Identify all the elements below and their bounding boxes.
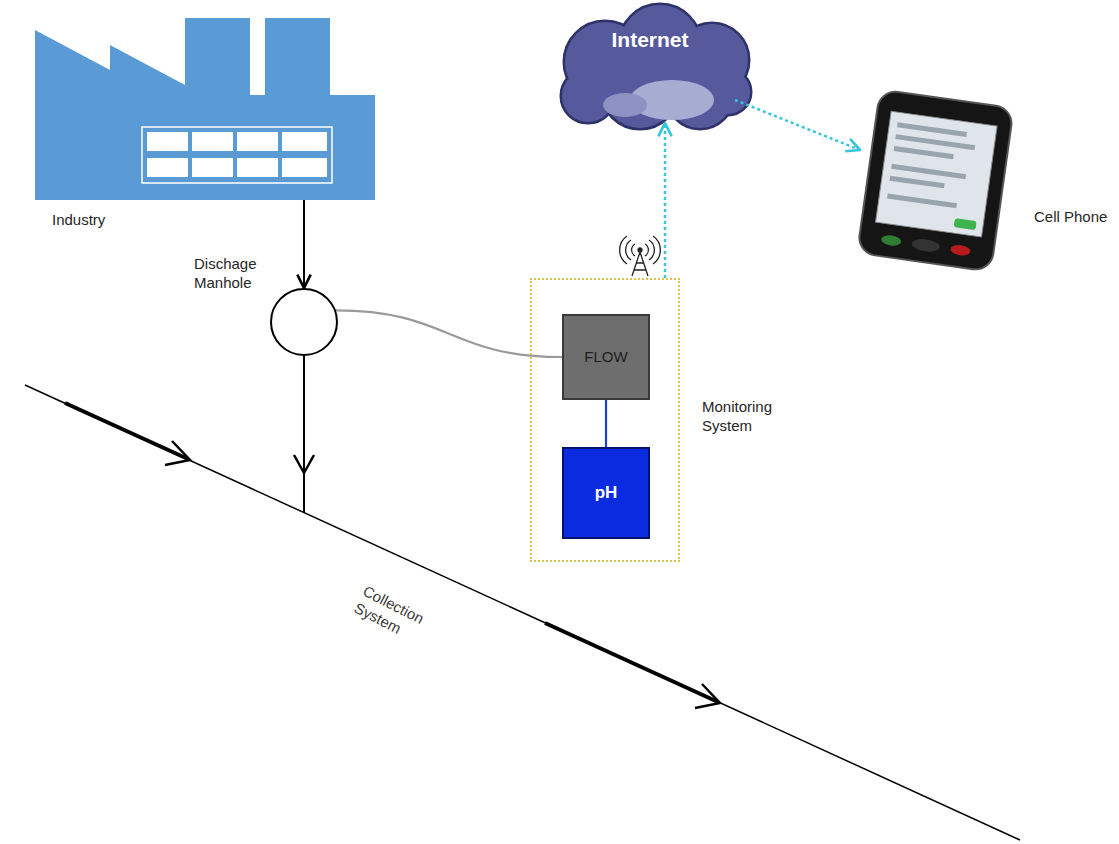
- windows: [282, 158, 327, 177]
- cloud-fill: [562, 70, 614, 122]
- screen-lines: [895, 134, 975, 150]
- phone-screen: [876, 111, 998, 237]
- cloud-fill: [562, 5, 750, 128]
- pipe-label: Collection System: [351, 582, 441, 653]
- discharge-arrowhead: [294, 455, 314, 473]
- windows: [282, 132, 327, 151]
- phone-button: [911, 237, 940, 253]
- monitoring-system: FLOWpHMonitoring System: [530, 278, 680, 562]
- discharge-arrow: [294, 356, 314, 513]
- connector: [735, 100, 860, 150]
- screen-lines: [887, 194, 957, 209]
- node-label: Monitoring System: [702, 398, 794, 436]
- cloud-outline: [562, 5, 750, 128]
- node-label: Cell Phone: [1034, 208, 1116, 227]
- flow-arrowhead: [165, 441, 190, 465]
- phone-button: [950, 244, 971, 257]
- windows: [192, 132, 233, 151]
- collection-pipe: [25, 385, 1020, 840]
- box-label: pH: [595, 482, 618, 503]
- internet-cloud: Internet: [550, 0, 750, 135]
- windows: [237, 132, 278, 151]
- connector: [664, 123, 667, 278]
- phone-button: [881, 234, 902, 247]
- windows: [147, 158, 188, 177]
- screen-lines: [887, 122, 977, 209]
- window-frame: [142, 127, 332, 183]
- factory-node: Industry: [35, 18, 375, 200]
- radio-waves: [645, 236, 660, 264]
- phone-button: [954, 218, 977, 230]
- ph-meter-box: pH: [562, 447, 650, 539]
- factory-body: [35, 18, 375, 200]
- screen-lines: [891, 164, 966, 179]
- cell-phone: Cell Phone: [860, 95, 1010, 265]
- windows: [147, 132, 188, 151]
- screen-lines: [889, 176, 944, 189]
- connector: [303, 200, 305, 288]
- flow-arrow: [65, 403, 188, 459]
- flow-arrow: [545, 623, 718, 702]
- screen-lines: [897, 122, 967, 137]
- antenna-icon: [620, 236, 661, 276]
- node-label: Industry: [52, 211, 142, 230]
- cloud-outline: [562, 70, 614, 122]
- box-label: FLOW: [584, 348, 627, 367]
- antenna-tip: [638, 248, 642, 252]
- cloud-shape: [562, 5, 750, 128]
- flow-meter-box: FLOW: [562, 314, 650, 400]
- node-label: Internet: [550, 27, 750, 53]
- radio-waves: [620, 236, 635, 264]
- node-label: Dischage Manhole: [194, 255, 266, 293]
- cloud-highlight: [603, 93, 647, 117]
- discharge-line: [303, 356, 305, 513]
- factory-icon: [35, 18, 375, 200]
- pipe-line: [25, 385, 1020, 840]
- flow-arrowhead: [695, 684, 720, 708]
- screen-lines: [894, 146, 954, 159]
- windows: [147, 132, 327, 177]
- phone-icon: [857, 89, 1014, 271]
- windows: [192, 158, 233, 177]
- cloud-fill: [706, 70, 750, 114]
- connector: [336, 310, 562, 357]
- phone-body: [857, 89, 1014, 271]
- manhole-circle: Dischage Manhole: [270, 288, 338, 356]
- windows: [237, 158, 278, 177]
- cloud-outline: [706, 70, 750, 114]
